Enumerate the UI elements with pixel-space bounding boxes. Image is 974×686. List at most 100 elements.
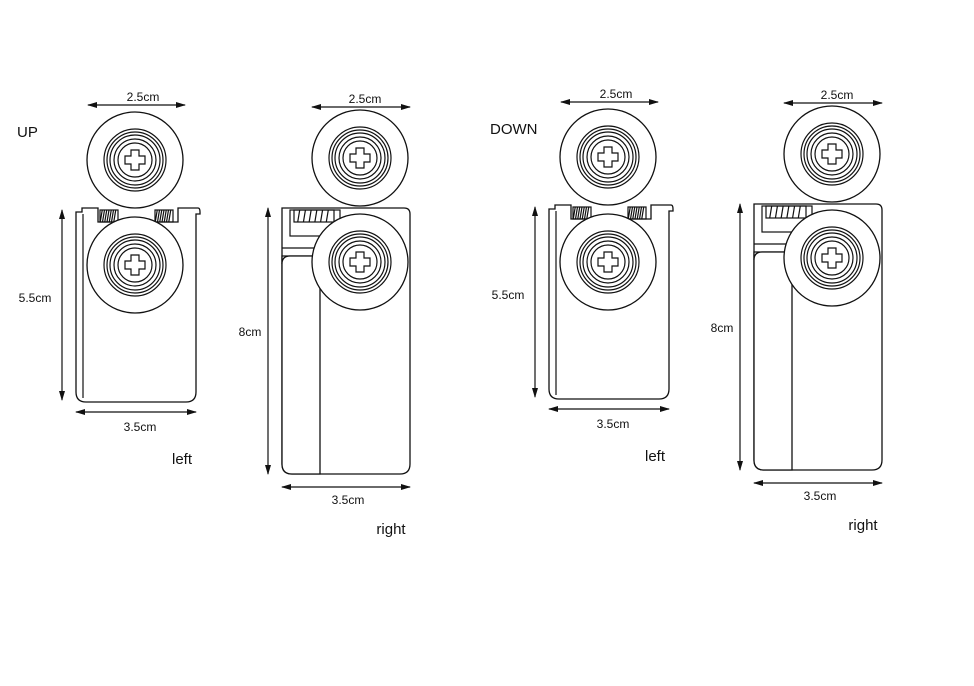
wheel-ring <box>810 132 854 176</box>
wheel-ring <box>113 138 157 182</box>
wheel-ring <box>328 126 392 190</box>
spring-coil <box>104 209 108 223</box>
lower-panel <box>281 255 321 475</box>
spring-coil <box>627 206 631 220</box>
wheel-ring <box>810 236 854 280</box>
screw-cross-icon <box>124 149 146 171</box>
spring-coil <box>797 205 801 219</box>
spring-coil <box>638 206 643 220</box>
wheel-ring <box>806 128 858 180</box>
wheel-ring <box>800 122 864 186</box>
wheel-ring <box>328 230 392 294</box>
bottom-width-label: 3.5cm <box>124 420 157 434</box>
wheel-rim <box>559 108 657 206</box>
spring-coil <box>634 206 638 220</box>
top-width-label: 2.5cm <box>127 90 160 104</box>
spring-coil <box>577 206 581 220</box>
lower-panel-edge <box>753 251 792 261</box>
screw-cross-icon <box>597 146 619 168</box>
wheel-ring <box>582 131 634 183</box>
wheel-ring <box>106 131 164 189</box>
wheel-rim <box>86 216 184 314</box>
height-label: 5.5cm <box>19 291 52 305</box>
top-width-label: 2.5cm <box>600 87 633 101</box>
wheel <box>783 209 881 307</box>
spring-coil <box>163 209 167 223</box>
wheel-rim <box>311 109 409 207</box>
height-label: 8cm <box>239 325 262 339</box>
spring-coil <box>632 206 636 220</box>
spring-coil <box>154 209 158 223</box>
wheel-ring <box>806 232 858 284</box>
wheel-ring <box>103 233 167 297</box>
caption: left <box>172 451 193 468</box>
spring-coil <box>110 209 115 223</box>
wheel-rim <box>783 209 881 307</box>
wheel-rim <box>559 213 657 311</box>
wheel-ring <box>579 128 637 186</box>
screw-cross-icon <box>124 254 146 276</box>
wheel-ring <box>582 236 634 288</box>
wheel-ring <box>342 244 378 280</box>
spring-coil <box>629 206 634 220</box>
spring-coil <box>636 206 640 220</box>
wheel-ring <box>103 128 167 192</box>
wheel-ring <box>117 142 153 178</box>
spring-coil <box>108 209 112 223</box>
screw-cross-icon <box>349 251 371 273</box>
spring-coil <box>168 209 172 223</box>
wheel-ring <box>576 230 640 294</box>
screw-cross-icon <box>821 247 843 269</box>
wheel-ring <box>331 129 389 187</box>
down-heading: DOWN <box>490 121 538 138</box>
spring-coil <box>583 206 588 220</box>
wheel-rim <box>311 213 409 311</box>
wheel-ring <box>590 244 626 280</box>
wheel <box>86 216 184 314</box>
wheel-ring <box>814 240 850 276</box>
wheel-ring <box>338 136 382 180</box>
caption: right <box>376 521 406 538</box>
wheel <box>311 109 409 207</box>
spring <box>765 205 807 219</box>
height-label: 5.5cm <box>492 288 525 302</box>
caption: right <box>848 517 878 534</box>
spring-coil <box>156 209 161 223</box>
caption: left <box>645 448 666 465</box>
wheel-ring <box>334 132 386 184</box>
wheel-ring <box>800 226 864 290</box>
wheel <box>86 111 184 209</box>
up-heading: UP <box>17 124 38 141</box>
spring-coil <box>159 209 163 223</box>
spring-coil <box>308 209 312 223</box>
height-label: 8cm <box>711 321 734 335</box>
wheel-ring <box>803 229 861 287</box>
wheel-ring <box>109 134 161 186</box>
spring-coil <box>302 209 307 223</box>
spring-coil <box>769 205 773 219</box>
wheel-ring <box>803 125 861 183</box>
up-left-roller: 2.5cm 5.5cm 3.5cm left <box>19 90 201 468</box>
wheel <box>559 108 657 206</box>
wheel-ring <box>586 240 630 284</box>
spring-coil <box>791 205 796 219</box>
wheel-rim <box>86 111 184 209</box>
wheel-ring <box>117 247 153 283</box>
spring-coil <box>572 206 576 220</box>
wheel-ring <box>113 243 157 287</box>
lower-panel-edge <box>281 255 320 265</box>
wheel-ring <box>342 140 378 176</box>
spring-coil <box>574 206 579 220</box>
spring-coil <box>165 209 170 223</box>
wheel <box>783 105 881 203</box>
spring-coil <box>113 209 117 223</box>
top-width-label: 2.5cm <box>349 92 382 106</box>
wheel <box>559 213 657 311</box>
spring-coil <box>101 209 106 223</box>
wheel-ring <box>814 136 850 172</box>
spring-coil <box>579 206 583 220</box>
spring-coil <box>786 205 790 219</box>
